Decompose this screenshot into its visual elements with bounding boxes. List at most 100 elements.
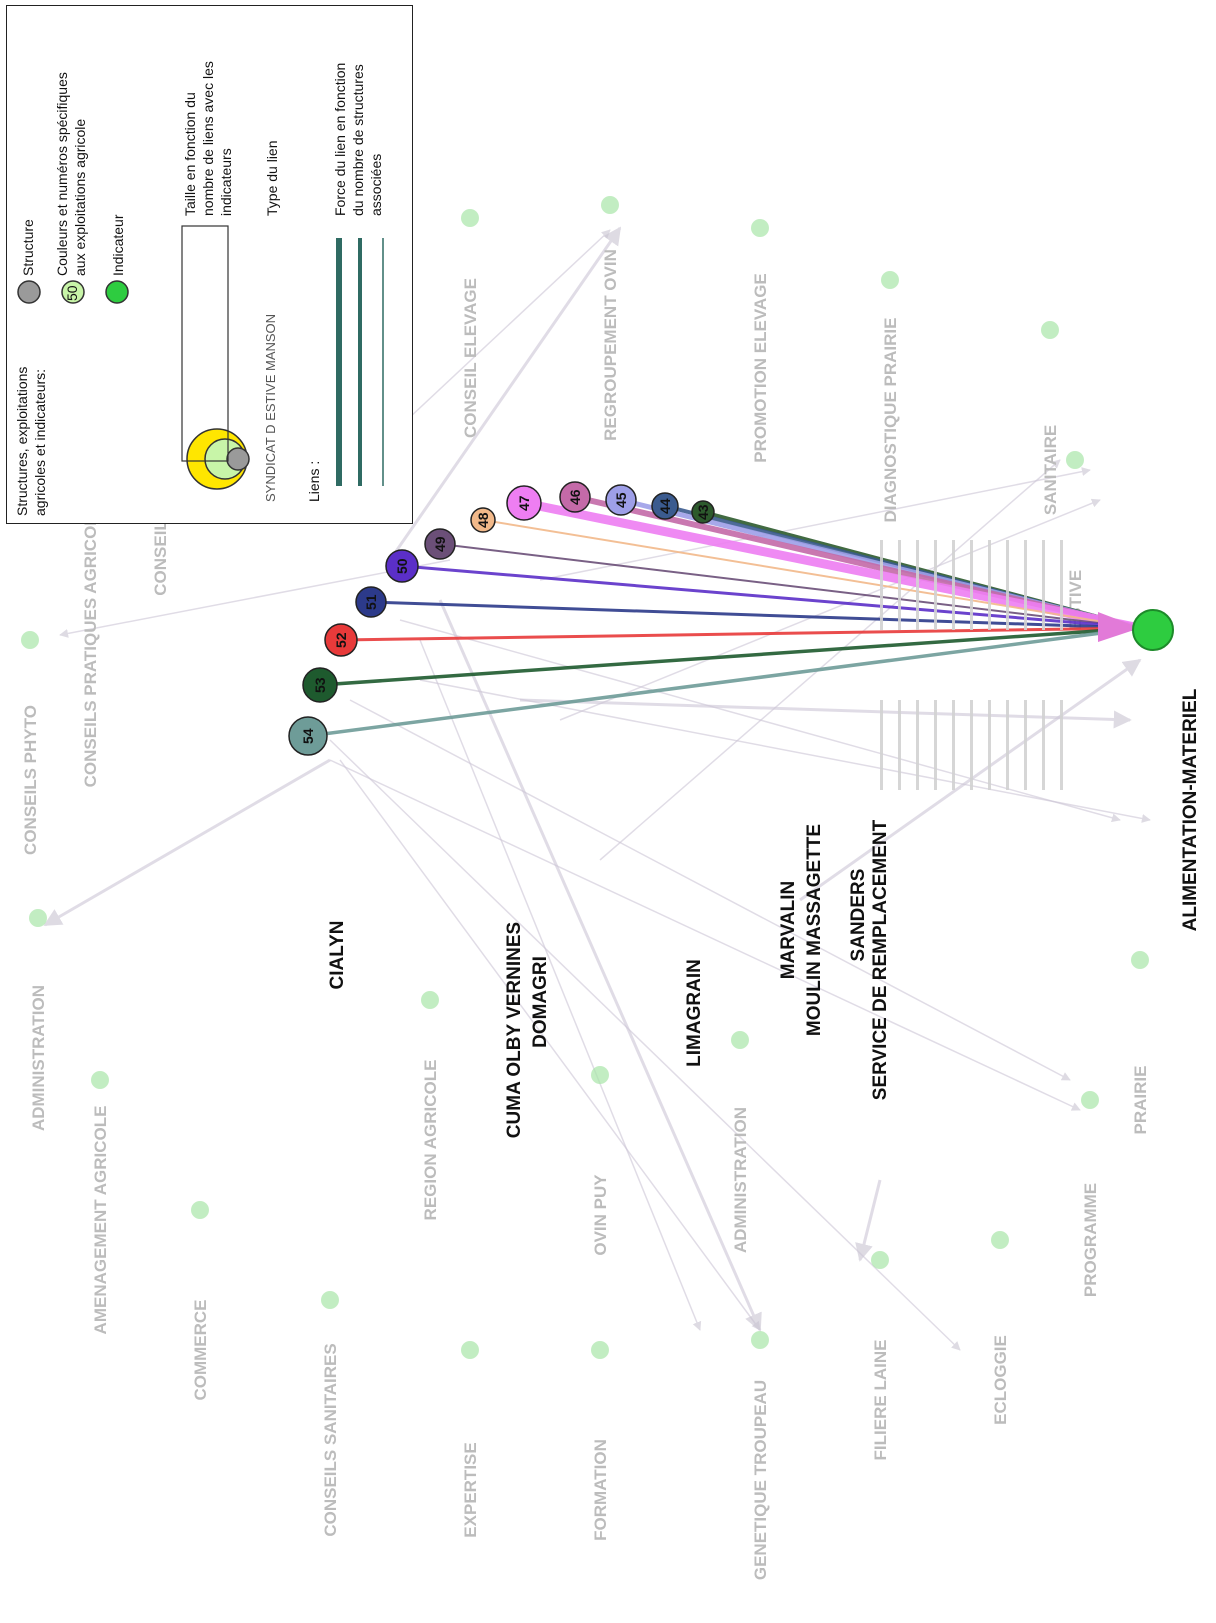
link-annotation-mark — [988, 540, 991, 630]
background-link — [539, 467, 1091, 581]
structure-label: SERVICE DE REMPLACEMENT — [870, 819, 891, 1100]
legend-size-label-line1: Taille en fonction du — [182, 92, 198, 216]
background-indicator-label: EXPERTISE — [461, 1442, 480, 1537]
structure-label: MOULIN MASSAGETTE — [804, 824, 825, 1036]
farm-number-53: 53 — [312, 677, 328, 693]
farm-link-53 — [319, 626, 1141, 687]
background-link — [43, 758, 331, 927]
background-indicator-label: CONSEILS PRATIQUES AGRICOLES — [81, 493, 100, 788]
background-indicator-label: CONSEIL ELEVAGE — [461, 278, 480, 438]
structure-label: LIMAGRAIN — [684, 959, 705, 1067]
farm-node-44 — [651, 492, 679, 520]
link-annotation-mark — [1006, 700, 1009, 790]
background-indicator-label: REGION AGRICOLE — [421, 1060, 440, 1221]
background-indicator-label: OVIN PUY — [591, 1174, 610, 1256]
background-link — [59, 559, 451, 638]
link-annotation-mark — [1042, 700, 1045, 790]
farm-node-43 — [691, 500, 715, 524]
legend-size-label-line2: nombre de liens avec les — [200, 61, 216, 216]
farm-number-43: 43 — [695, 504, 711, 520]
background-link — [419, 679, 1151, 823]
farm-number-47: 47 — [516, 495, 532, 511]
farm-node-52 — [324, 623, 358, 657]
link-annotation-mark — [952, 540, 955, 630]
link-annotation-mark — [898, 540, 901, 630]
legend-farm-marker — [61, 280, 85, 304]
background-link — [519, 698, 1132, 729]
background-indicator-node — [91, 1071, 109, 1089]
legend-strength-label-line3: associées — [368, 154, 384, 216]
background-link — [599, 459, 1061, 861]
background-link — [329, 759, 1081, 1111]
link-annotation-mark — [1060, 700, 1063, 790]
legend-nodes-title-line1: Structures, exploitations — [14, 367, 30, 516]
background-indicator-label: PRAIRIE — [1131, 1066, 1150, 1135]
legend-sample-structure: SYNDICAT D ESTIVE MANSON — [263, 314, 278, 502]
farm-number-44: 44 — [657, 498, 673, 514]
legend-indicator-marker — [105, 280, 129, 304]
farm-link-48 — [482, 519, 1141, 629]
legend-size-inner — [226, 447, 250, 471]
link-annotation-mark — [916, 700, 919, 790]
link-annotation-mark — [934, 540, 937, 630]
legend-farm-label-line2: aux exploitations agricole — [72, 119, 88, 276]
legend-links-title: Liens : — [306, 461, 322, 502]
link-annotation-mark — [970, 540, 973, 630]
background-indicator-node — [991, 1231, 1009, 1249]
background-indicator-node — [751, 1331, 769, 1349]
farm-number-46: 46 — [567, 489, 583, 505]
background-indicator-node — [881, 271, 899, 289]
link-annotation-mark — [952, 700, 955, 790]
background-indicator-label: ECLOGGIE — [991, 1335, 1010, 1425]
link-annotation-mark — [1006, 540, 1009, 630]
background-indicator-node — [461, 209, 479, 227]
background-indicator-node — [591, 1341, 609, 1359]
background-indicator-node — [1081, 1091, 1099, 1109]
background-indicator-node — [421, 991, 439, 1009]
background-indicator-label: AMENAGEMENT AGRICOLE — [91, 1106, 110, 1335]
main-indicator-node: ALIMENTATION-MATERIEL — [1132, 609, 1201, 931]
background-indicator-node — [461, 1341, 479, 1359]
farm-node-46 — [559, 481, 591, 513]
farm-number-49: 49 — [432, 536, 448, 552]
farm-link-50 — [401, 564, 1141, 630]
background-indicator-node — [1066, 451, 1084, 469]
structure-label: MARVALIN — [778, 881, 799, 980]
structure-label: SANDERS — [848, 869, 869, 962]
background-indicator-label: DIAGNOSTIQUE PRAIRIE — [881, 318, 900, 523]
background-indicator-label: FORMATION — [591, 1439, 610, 1541]
legend-nodes-title-line2: agricoles et indicateurs: — [32, 369, 48, 516]
farm-link-51 — [370, 600, 1141, 630]
background-indicator-label: FILIERE LAINE — [871, 1340, 890, 1461]
link-annotation-mark — [1060, 540, 1063, 630]
legend-structure-label: Structure — [20, 219, 36, 276]
background-indicator-node — [1131, 951, 1149, 969]
legend: Structures, exploitations agricoles et i… — [6, 5, 413, 524]
background-indicator-node — [1041, 321, 1059, 339]
background-indicator-label: PROGRAMME — [1081, 1183, 1100, 1297]
background-indicator-label: PROMOTION ELEVAGE — [751, 273, 770, 463]
link-annotation-mark — [898, 700, 901, 790]
structure-label: DOMAGRI — [530, 956, 551, 1048]
farm-link-47 — [523, 498, 1141, 633]
background-link — [419, 639, 702, 1331]
background-link — [559, 498, 1101, 721]
farm-node-50 — [385, 549, 419, 583]
background-indicator-node — [591, 1066, 609, 1084]
indicator-circle-main — [1132, 609, 1174, 651]
legend-size-bracket — [181, 225, 229, 462]
background-link — [339, 759, 761, 1331]
legend-farm-label-line1: Couleurs et numéros spécifiques — [54, 72, 70, 276]
background-link — [438, 599, 762, 1332]
farm-node-48 — [470, 507, 496, 533]
legend-size-label-line3: indicateurs — [218, 148, 234, 216]
background-indicator-label: ADMINISTRATION — [29, 985, 48, 1131]
farm-number-51: 51 — [363, 594, 379, 610]
farm-number-52: 52 — [333, 632, 349, 648]
farm-number-50: 50 — [394, 558, 410, 574]
link-annotation-mark — [1024, 540, 1027, 630]
link-annotation-mark — [880, 540, 883, 630]
